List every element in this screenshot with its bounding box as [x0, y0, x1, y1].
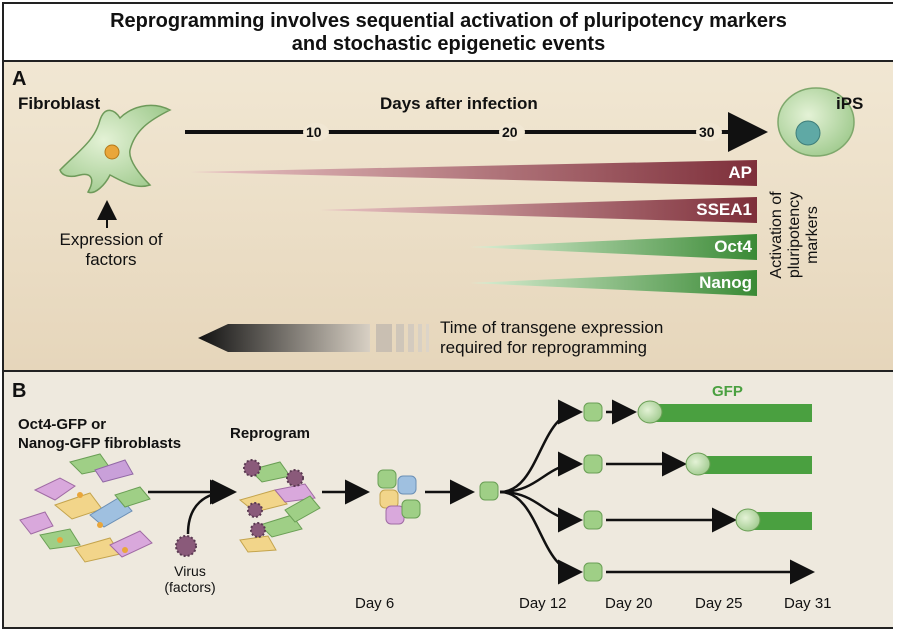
- tick-label-20: 20: [502, 124, 518, 140]
- transgene-line-1: Time of transgene expression: [440, 318, 664, 337]
- title-line-1: Reprogramming involves sequential activa…: [110, 10, 787, 32]
- branch-cell: [583, 562, 603, 582]
- gfp-bar-1: [650, 404, 812, 422]
- day-label-31: Day 31: [784, 595, 832, 612]
- transgene-dash: [376, 324, 392, 352]
- nanog-bar: [470, 270, 757, 296]
- virus-icon: [286, 469, 304, 487]
- gfp-cell-1: [637, 400, 663, 424]
- tick-30-marker: [696, 123, 722, 141]
- gfp-label: GFP: [712, 383, 743, 400]
- figure-title: Reprogramming involves sequential activa…: [4, 4, 893, 62]
- ips-cell: [777, 87, 855, 157]
- transgene-label: Time of transgene expression required fo…: [440, 318, 663, 358]
- transgene-dash: [396, 324, 404, 352]
- gfp-cell-3: [735, 508, 761, 532]
- virus-icon: [247, 502, 263, 518]
- activation-line-2: pluripotency: [786, 191, 803, 279]
- transgene-dash: [426, 324, 429, 352]
- tick-label-30: 30: [699, 124, 715, 140]
- virus-line-2: (factors): [164, 579, 216, 595]
- transgene-dash: [418, 324, 422, 352]
- transgene-arrow: [198, 324, 370, 352]
- day12-cell: [479, 481, 499, 501]
- ap-bar: [190, 160, 757, 186]
- reprogram-cluster: [238, 461, 321, 553]
- fibroblast-cluster: [19, 453, 153, 563]
- ips-nucleus: [795, 120, 821, 146]
- branch-cell: [583, 510, 603, 530]
- panel-b-label: B: [12, 380, 27, 402]
- expression-label: Expression of factors: [46, 230, 176, 270]
- activation-label: Activation of pluripotency markers: [768, 165, 822, 305]
- fibroblasts-line-1: Oct4-GFP or: [18, 416, 107, 433]
- virus-label: Virus (factors): [150, 563, 230, 595]
- marker-label-ap: AP: [728, 163, 752, 182]
- marker-label-oct4: Oct4: [714, 237, 752, 256]
- panel-a-label: A: [12, 68, 27, 90]
- expression-line-2: factors: [85, 250, 137, 269]
- branch-arrow-4: [499, 490, 583, 585]
- virus-icon: [243, 459, 261, 477]
- virus-icon: [175, 535, 197, 557]
- gfp-bar-2: [698, 456, 812, 474]
- expression-line-1: Expression of: [59, 230, 163, 249]
- day6-colony: [377, 469, 421, 525]
- transgene-dash: [408, 324, 414, 352]
- oct4-bar: [470, 234, 757, 260]
- fibroblasts-line-2: Nanog-GFP fibroblasts: [18, 435, 182, 452]
- activation-line-1: Activation of: [768, 191, 785, 279]
- tick-10-marker: [303, 123, 329, 141]
- day-label-6: Day 6: [355, 595, 395, 612]
- fibroblasts-label: Oct4-GFP or Nanog-GFP fibroblasts: [18, 415, 181, 453]
- branch-arrow-3: [499, 490, 583, 533]
- branch-arrow-2: [499, 451, 583, 494]
- ssea1-bar: [320, 197, 757, 223]
- marker-label-ssea1: SSEA1: [696, 200, 752, 219]
- timeline-title: Days after infection: [380, 94, 538, 113]
- day-label-20: Day 20: [605, 595, 653, 612]
- gfp-cell-2: [685, 452, 711, 476]
- title-line-2: and stochastic epigenetic events: [291, 33, 606, 55]
- fibroblast-nucleus: [104, 144, 120, 160]
- virus-icon: [250, 522, 266, 538]
- branch-cell: [583, 402, 603, 422]
- virus-arrow: [186, 479, 235, 535]
- activation-line-3: markers: [804, 206, 821, 264]
- day-label-25: Day 25: [695, 595, 743, 612]
- day-label-12: Day 12: [519, 595, 567, 612]
- fibroblast-label: Fibroblast: [18, 94, 101, 113]
- ips-label: iPS: [836, 94, 864, 113]
- tick-label-10: 10: [306, 124, 322, 140]
- branch-cell: [583, 454, 603, 474]
- virus-line-1: Virus: [174, 563, 206, 579]
- tick-20-marker: [499, 123, 525, 141]
- reprogram-label: Reprogram: [230, 425, 311, 442]
- transgene-line-2: required for reprogramming: [440, 338, 647, 357]
- gfp-bar-3: [748, 512, 812, 530]
- branch-arrow-1: [499, 399, 583, 494]
- marker-label-nanog: Nanog: [699, 273, 752, 292]
